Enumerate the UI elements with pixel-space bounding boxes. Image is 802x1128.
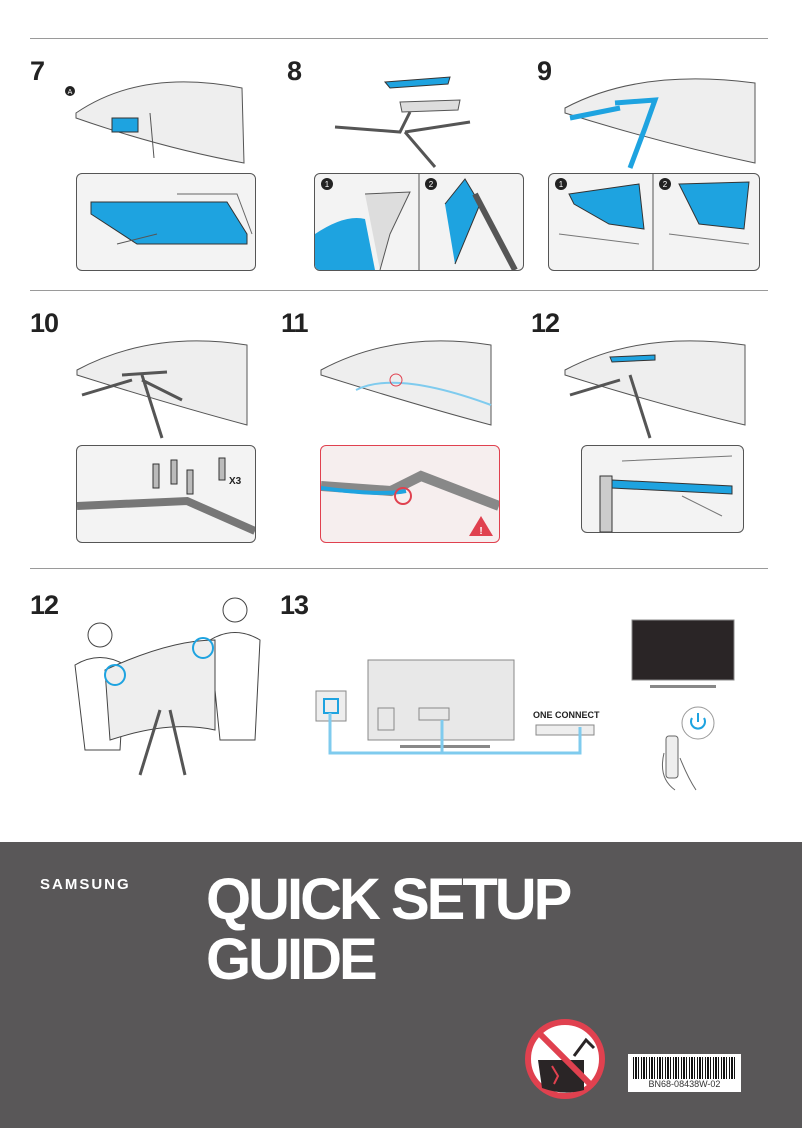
step-number-8: 8 [287,56,302,86]
step8-stand-illustration [334,76,471,168]
tv-front [631,619,735,681]
step9-tv-stand-illustration [564,78,756,169]
step11-warning-inset: ! [320,445,500,543]
barcode-bars [633,1057,736,1079]
step13-connection-illustration [315,659,595,755]
substep-1: 1 [325,180,330,189]
step-number-12-lift: 12 [30,590,59,620]
divider-top [30,38,768,39]
title-line-1: QUICK SETUP [206,867,572,932]
step-number-7: 7 [30,56,45,86]
step-number-9: 9 [537,56,552,86]
step-number-12: 12 [531,308,560,338]
power-icon [690,713,706,730]
barcode-text: BN68-08438W-02 [648,1079,721,1089]
step-number-11: 11 [281,308,309,338]
samsung-logo: SAMSUNG [40,876,131,893]
divider-row2 [30,290,768,291]
warning-icon [469,516,493,536]
substep-2: 2 [663,180,668,189]
barcode: BN68-08438W-02 [628,1054,741,1092]
step12-tv-illustration [564,340,746,439]
step10-tv-illustration [76,340,248,439]
substep-1: 1 [559,180,564,189]
screw-count: X3 [229,476,242,487]
step-number-10: 10 [30,308,59,338]
step9-detail-inset: 1 2 [548,173,760,271]
remote-control [665,735,679,779]
cover-footer: SAMSUNG QUICK SETUP GUIDE BN68-08438W-02 [0,842,802,1128]
step7-tv-back-illustration: A [65,81,245,164]
marker-a: A [68,89,73,96]
guide-title: QUICK SETUP GUIDE [206,867,572,992]
substep-2: 2 [429,180,434,189]
step13-tv-power-on-illustration [631,619,735,791]
step8-detail-inset: 1 2 [314,173,524,271]
one-connect-box [535,724,595,736]
step10-screws-inset: X3 [76,445,256,543]
step12-detail-inset [581,445,744,533]
step11-cable-illustration [320,340,492,426]
step-number-13: 13 [280,590,309,620]
title-line-2: GUIDE [206,927,378,992]
svg-text:!: ! [479,526,482,537]
step12-lifting-tv-illustration [74,597,261,776]
no-pressing-screen-icon [525,1019,605,1099]
divider-row3 [30,568,768,569]
one-connect-label: ONE CONNECT [533,710,600,720]
step7-detail-inset [76,173,256,271]
